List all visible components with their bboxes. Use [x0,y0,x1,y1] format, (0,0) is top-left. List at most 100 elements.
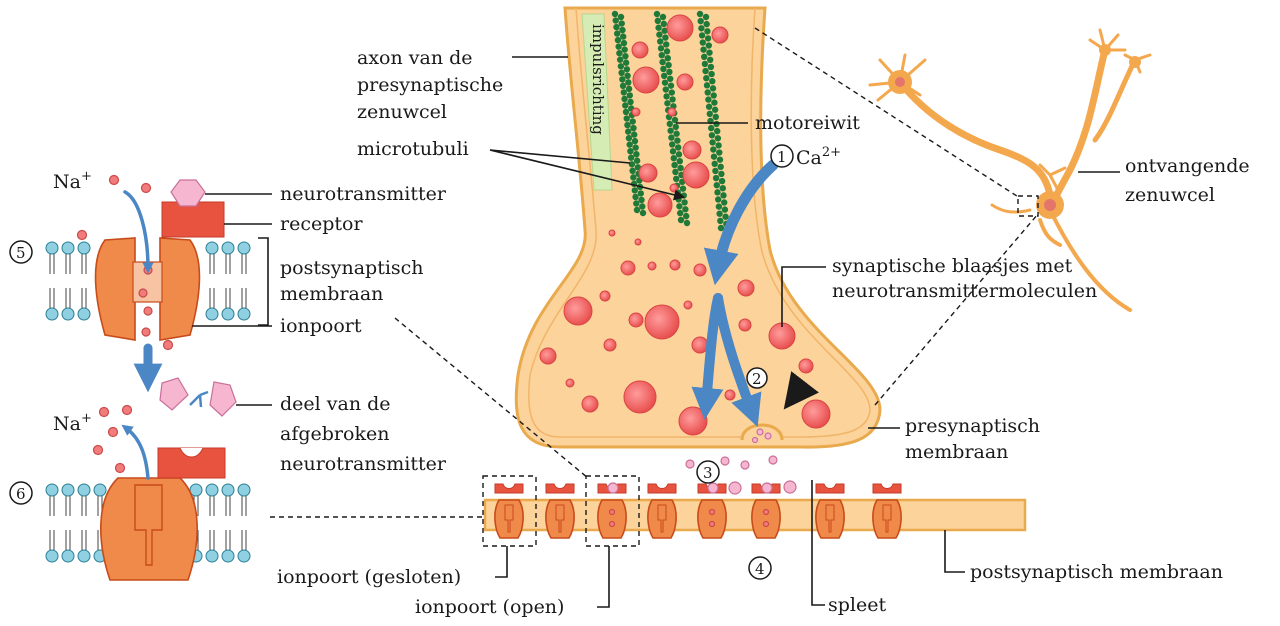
lipid-head [238,308,250,320]
synaptic-vesicle [670,260,680,270]
microtubule-bead [619,27,625,33]
microtubule-bead [667,128,673,134]
microtubule-bead [625,79,631,85]
microtubule-bead [660,66,666,72]
microtubule-bead [656,31,662,37]
synaptic-vesicle [604,339,616,351]
lipid-head [206,308,218,320]
microtubule-bead [698,25,704,31]
microtubule-bead [624,122,630,128]
microtubule-bead [663,93,669,99]
microtubule-bead [619,76,625,82]
synaptic-vesicle [540,348,556,364]
microtubule-bead [675,144,681,150]
na-ion-symbol-top: Na [53,171,81,193]
postsynaptisch-right-leader [945,530,965,572]
lipid-head [238,242,250,254]
microtubule-bead [719,178,725,184]
microtubule-bead [703,14,709,20]
microtubule-bead [708,71,714,77]
lipid-tail [82,288,86,308]
synaptic-vesicle [624,381,656,413]
microtubule-bead [655,25,661,31]
strip-ion [610,510,615,515]
strip-ion-channel [598,500,626,538]
step-2-number: 2 [752,370,762,388]
na-ion-symbol-bottom: Na [53,413,81,435]
microtubule-bead [615,43,621,49]
microtubule-bead [627,99,633,105]
lipid-head [206,242,218,254]
ion-channel-open [96,180,224,340]
microtubule-bead [669,141,675,147]
microtubule-bead [659,59,665,65]
microtubule-bead [639,203,645,209]
synaptic-vesicle [667,15,693,41]
ontvangende-label-line-2: zenuwcel [1125,184,1215,206]
microtubule-bead [701,54,707,60]
afgebroken-label-line-1: deel van de [280,393,391,415]
microtubule-bead [657,38,663,44]
ionpoort-label: ionpoort [280,315,362,337]
microtubule-bead [661,73,667,79]
microtubule-bead [667,76,673,82]
microtubule-bead [681,199,687,205]
microtubule-bead [669,89,675,95]
microtubule-bead [684,220,690,226]
ca-ion-symbol: Ca [796,147,822,169]
synaptische-label-line-1: synaptische blaasjes met [832,255,1073,277]
step-6-number: 6 [16,485,26,503]
microtubule-bead [714,189,720,195]
microtubule-bead [714,182,720,188]
microtubule-bead [671,155,677,161]
microtubule-bead [682,206,688,212]
synaptic-vesicle [632,108,640,116]
microtubule-bead [640,210,646,216]
lipid-head [206,550,218,562]
ionpoort-gesloten-leader [495,546,507,577]
microtubule-bead [661,21,667,27]
microtubule-bead [618,63,624,69]
lipid-tail [82,530,86,550]
microtubule-bead [626,86,632,92]
synaptic-vesicle [670,184,678,192]
microtubule-bead [704,21,710,27]
microtubule-bead [702,61,708,67]
microtubule-bead [677,158,683,164]
microtubule-bead [712,168,718,174]
microtubule-bead [665,55,671,61]
strip-ion [764,510,769,515]
afgebroken-label-line-2: afgebroken [280,423,389,445]
strip-ion [610,522,615,527]
microtubule-bead [654,11,660,17]
na-label-bottom: Na+ [53,411,92,435]
microtubule-bead [659,52,665,58]
microtubule-bead [707,111,713,117]
lipid-head [222,550,234,562]
receptor-label: receptor [280,213,363,235]
synaptic-vesicle [645,305,679,339]
microtubule-bead [710,146,716,152]
microtubule-bead [632,187,638,193]
microtubule-bead [630,174,636,180]
synaptic-vesicle [621,261,635,275]
strip-ion-channel [698,500,726,538]
strip-receptor [648,484,676,493]
synaptic-vesicle [725,390,735,400]
synaptic-vesicle [712,27,728,43]
synaptic-vesicle [738,280,754,296]
microtubule-bead [678,217,684,223]
microtubule-bead [711,153,717,159]
step-1-number: 1 [777,148,787,166]
microtubuli-label: microtubuli [357,138,469,160]
microtubule-bead [706,49,712,55]
motoreiwit-label: motoreiwit [755,112,860,134]
axon-label-line-3: zenuwcel [357,101,447,123]
lipid-tail [226,530,230,550]
microtubule-bead [664,100,670,106]
microtubule-bead [670,148,676,154]
impulsrichting-label: impulsrichting [589,24,607,135]
microtubule-bead [702,68,708,74]
synaptic-vesicle [639,164,657,182]
neurotransmitter-label: neurotransmitter [280,183,447,205]
